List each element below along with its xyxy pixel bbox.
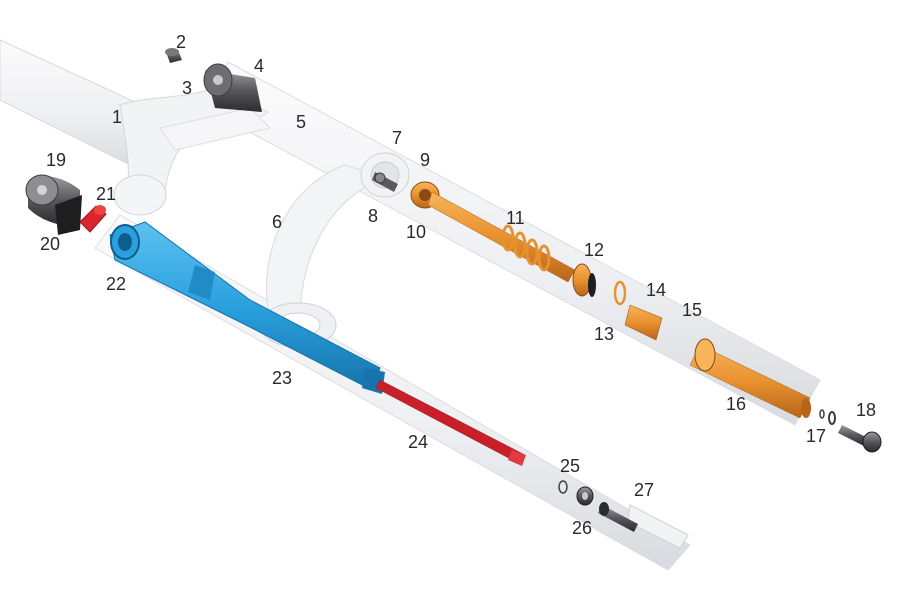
washer-17a [819, 409, 825, 419]
cap-knob-2-top [165, 48, 179, 56]
callout-8: 8 [368, 206, 378, 226]
crown-left-socket [113, 174, 167, 216]
callout-4: 4 [254, 56, 264, 76]
valve-8 [374, 172, 386, 184]
callout-24: 24 [408, 432, 428, 452]
bottom-bolt-assembly [819, 409, 882, 453]
washer-17b [828, 411, 836, 425]
orange-tube-mouth [694, 338, 716, 372]
callouts: 1 2 3 4 5 6 7 8 9 10 11 12 13 14 15 16 1… [40, 32, 876, 538]
foot-nut-assembly [558, 480, 638, 532]
callout-15: 15 [682, 300, 702, 320]
dropout [627, 504, 689, 549]
blue-damper-tube [109, 221, 385, 394]
callout-26: 26 [572, 518, 592, 538]
callout-3: 3 [182, 78, 192, 98]
crown-arm [159, 107, 271, 151]
orange-piston-12 [572, 263, 592, 297]
callout-17: 17 [806, 426, 826, 446]
callout-20: 20 [40, 234, 60, 254]
callout-16: 16 [726, 394, 746, 414]
callout-7: 7 [392, 128, 402, 148]
black-oring [588, 273, 596, 297]
callout-18: 18 [856, 400, 876, 420]
callout-2: 2 [176, 32, 186, 52]
top-cap-center [213, 75, 223, 85]
bolt-shank-18 [838, 425, 868, 446]
callout-6: 6 [272, 212, 282, 232]
red-shaft [375, 379, 526, 466]
callout-14: 14 [646, 280, 666, 300]
callout-13: 13 [594, 324, 614, 344]
orange-cap-10-inner [419, 189, 431, 201]
callout-5: 5 [296, 112, 306, 132]
orange-ring-13 [613, 280, 627, 306]
callout-1: 1 [112, 107, 122, 127]
damper-knob-assembly [25, 174, 107, 235]
orange-guide-14 [624, 304, 663, 341]
red-adjuster-cap [94, 205, 106, 215]
callout-22: 22 [106, 274, 126, 294]
callout-27: 27 [634, 480, 654, 500]
callout-10: 10 [406, 222, 426, 242]
rebound-rod-27-end [599, 502, 609, 516]
oring-25 [558, 480, 568, 494]
orange-tube-16 [689, 344, 811, 419]
red-shaft-rod [375, 379, 526, 465]
callout-11: 11 [506, 208, 525, 228]
callout-19: 19 [46, 150, 66, 170]
nut-26-hole [582, 492, 588, 500]
blue-tube-head-inner [118, 233, 132, 251]
damper-knob-center [37, 185, 47, 195]
orange-spring-assembly [410, 181, 811, 419]
blue-tube-collar [188, 265, 215, 300]
damper-knob-black [55, 195, 82, 235]
bolt-head-18 [862, 431, 882, 453]
callout-23: 23 [272, 368, 292, 388]
red-shaft-tip [508, 450, 526, 466]
valve-parts [372, 172, 398, 192]
orange-spring-11 [501, 224, 551, 272]
orange-tube-end [801, 398, 811, 418]
callout-21: 21 [96, 184, 116, 204]
blue-tube-body [109, 221, 381, 391]
callout-9: 9 [420, 150, 430, 170]
top-cap-assembly [165, 48, 262, 112]
callout-25: 25 [560, 456, 580, 476]
callout-12: 12 [584, 240, 604, 260]
